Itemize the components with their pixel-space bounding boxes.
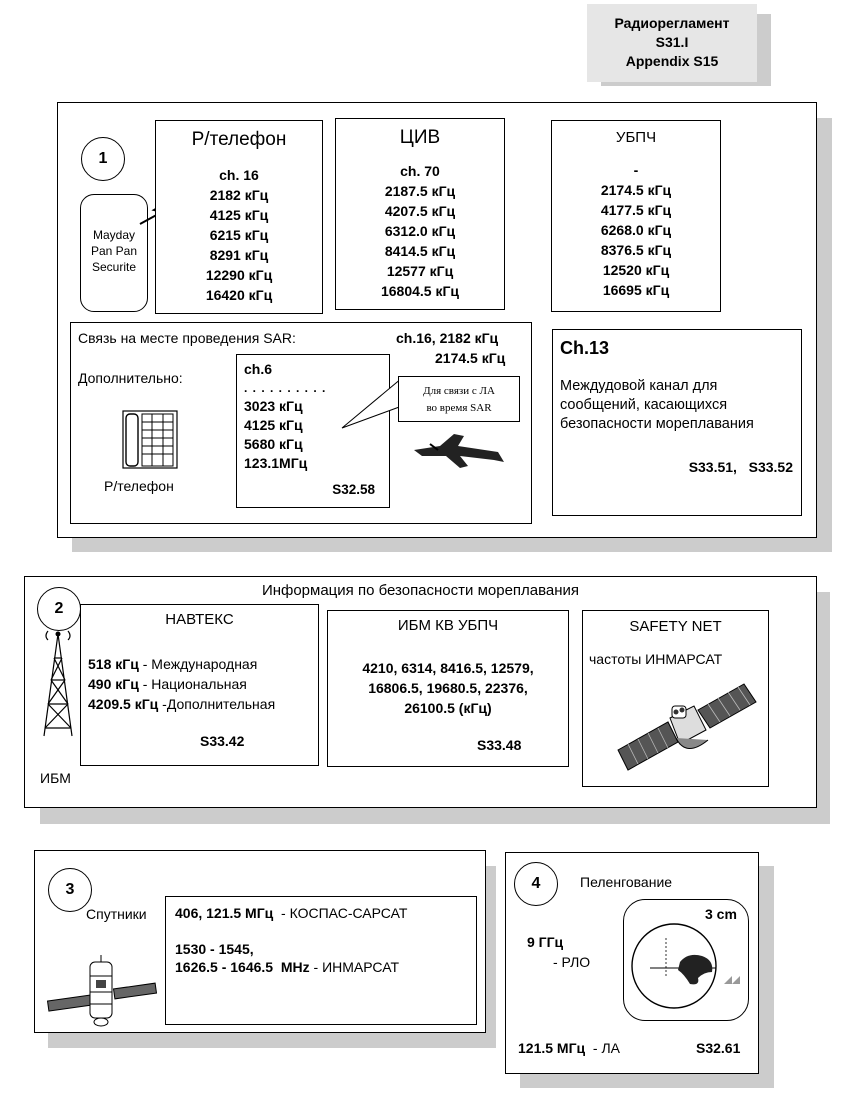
nbdp-freq-item: 4177.5 кГц — [552, 200, 720, 220]
satellites-label: Спутники — [86, 906, 147, 922]
radiotelephone-title: Р/телефон — [156, 129, 322, 151]
dsc-channel: ch. 70 — [336, 161, 504, 181]
msi-hf-title: ИБМ КВ УБПЧ — [328, 617, 568, 634]
telephone-icon — [122, 410, 178, 470]
navtex-freq: 490 кГц — [88, 676, 139, 692]
cospas-freq: 406, 121.5 МГц — [175, 905, 273, 921]
msi-hf-line: 16806.5, 19680.5, 22376, — [328, 678, 568, 698]
safetynet-text: частоты ИНМАРСАТ — [589, 651, 768, 667]
sar-on-scene-freq: 2174.5 кГц — [435, 350, 505, 366]
mayday-label: Mayday — [81, 227, 147, 243]
rt-freq-item: 6215 кГц — [156, 225, 322, 245]
ch13-refs: S33.51, S33.52 — [689, 459, 793, 475]
rt-channel: ch. 16 — [156, 165, 322, 185]
msi-station-label: ИБМ — [40, 770, 71, 786]
sar-on-scene-label: Связь на месте проведения SAR: — [78, 330, 296, 346]
nbdp-channel: - — [552, 160, 720, 180]
dsc-freq-item: 6312.0 кГц — [336, 221, 504, 241]
navtex-row: 518 кГц - Международная — [88, 654, 318, 674]
dsc-freq-item: 16804.5 кГц — [336, 281, 504, 301]
sar-freq-item: 123.1МГц — [244, 454, 389, 473]
radio-tower-icon — [40, 628, 76, 740]
dsc-freq-item: 2187.5 кГц — [336, 181, 504, 201]
navtex-freq: 518 кГц — [88, 656, 139, 672]
nbdp-freq-item: 6268.0 кГц — [552, 220, 720, 240]
nbdp-freq-item: 8376.5 кГц — [552, 240, 720, 260]
navtex-title: НАВТЕКС — [81, 611, 318, 628]
radiotelephone-box: Р/телефон ch. 16 2182 кГц 4125 кГц 6215 … — [155, 120, 323, 314]
navtex-desc: - Национальная — [139, 676, 247, 692]
nbdp-freq-item: 16695 кГц — [552, 280, 720, 300]
navtex-box: НАВТЕКС 518 кГц - Международная 490 кГц … — [80, 604, 319, 766]
ch13-box: Ch.13 Междудовой канал для сообщений, ка… — [552, 329, 802, 516]
safetynet-title: SAFETY NET — [583, 618, 768, 635]
cospas-desc: - КОСПАС-САРСАТ — [273, 905, 407, 921]
rt-freq-item: 4125 кГц — [156, 205, 322, 225]
satellite-icon — [614, 682, 760, 778]
nbdp-box: УБПЧ - 2174.5 кГц 4177.5 кГц 6268.0 кГц … — [551, 120, 721, 312]
sar-additional-label: Дополнительно: — [78, 370, 183, 386]
cospas-sarsat-satellite-icon — [44, 954, 160, 1030]
dsc-box: ЦИВ ch. 70 2187.5 кГц 4207.5 кГц 6312.0 … — [335, 118, 505, 310]
navtex-row: 490 кГц - Национальная — [88, 674, 318, 694]
rt-freq-item: 2182 кГц — [156, 185, 322, 205]
dsc-freq-item: 4207.5 кГц — [336, 201, 504, 221]
regulation-header: Радиорегламент S31.I Appendix S15 — [587, 4, 757, 82]
aircraft-icon — [410, 428, 506, 470]
inmarsat-freq: 1626.5 - 1646.5 MHz — [175, 959, 310, 975]
callout-pointer — [340, 376, 404, 432]
callout-line: во время SAR — [399, 400, 519, 417]
callout-line: Для связи с ЛА — [399, 383, 519, 400]
direction-finding-ref: S32.61 — [696, 1040, 740, 1056]
cospas-row: 406, 121.5 МГц - КОСПАС-САРСАТ — [175, 905, 476, 921]
sar-channel-ref: S32.58 — [332, 482, 375, 497]
nbdp-freq-item: 12520 кГц — [552, 260, 720, 280]
msi-hf-line: 26100.5 (кГц) — [328, 698, 568, 718]
section-number-4: 4 — [514, 862, 558, 906]
inmarsat-freq: 1530 - 1545, — [175, 941, 476, 957]
ch13-description: Междудовой канал для сообщений, касающих… — [560, 377, 792, 434]
msi-title: Информация по безопасности мореплавания — [24, 582, 817, 599]
inmarsat-row: 1626.5 - 1646.5 MHz - ИНМАРСАТ — [175, 959, 476, 975]
rt-freq-item: 8291 кГц — [156, 245, 322, 265]
msi-hf-ref: S33.48 — [477, 737, 521, 753]
securite-label: Securite — [81, 259, 147, 275]
navtex-desc: - Международная — [139, 656, 257, 672]
sar-phone-label: Р/телефон — [104, 478, 174, 494]
panpan-label: Pan Pan — [81, 243, 147, 259]
header-title: Радиорегламент — [587, 14, 757, 33]
header-appendix: Appendix S15 — [587, 52, 757, 71]
msi-hf-line: 4210, 6314, 8416.5, 12579, — [328, 658, 568, 678]
rt-freq-item: 16420 кГц — [156, 285, 322, 305]
satellites-box: 406, 121.5 МГц - КОСПАС-САРСАТ 1530 - 15… — [165, 896, 477, 1025]
nbdp-title: УБПЧ — [552, 129, 720, 146]
sar-freq-item: 5680 кГц — [244, 435, 389, 454]
radar-display-icon — [628, 918, 744, 1018]
msi-hf-box: ИБМ КВ УБПЧ 4210, 6314, 8416.5, 12579, 1… — [327, 610, 569, 767]
aircraft-callout: Для связи с ЛА во время SAR — [398, 376, 520, 422]
nbdp-freq-item: 2174.5 кГц — [552, 180, 720, 200]
aircraft-freq: 121.5 МГц — [518, 1040, 585, 1056]
direction-finding-title: Пеленгование — [580, 874, 672, 890]
rt-freq-item: 12290 кГц — [156, 265, 322, 285]
section-number-1: 1 — [81, 137, 125, 181]
dsc-title: ЦИВ — [336, 127, 504, 149]
radar-freq-desc: - РЛО — [553, 954, 590, 970]
sar-on-scene-freq: ch.16, 2182 кГц — [396, 330, 498, 346]
radar-freq: 9 ГГц — [527, 934, 563, 950]
navtex-desc: -Дополнительная — [158, 696, 275, 712]
inmarsat-desc: - ИНМАРСАТ — [310, 959, 399, 975]
section-number-2: 2 — [37, 587, 81, 631]
aircraft-freq-row: 121.5 МГц - ЛА — [518, 1040, 620, 1056]
sar-channel-title: ch.6 — [244, 361, 389, 377]
header-section: S31.I — [587, 33, 757, 52]
navtex-row: 4209.5 кГц -Дополнительная — [88, 694, 318, 714]
dsc-freq-item: 12577 кГц — [336, 261, 504, 281]
dsc-freq-item: 8414.5 кГц — [336, 241, 504, 261]
navtex-ref: S33.42 — [200, 733, 244, 749]
navtex-freq: 4209.5 кГц — [88, 696, 158, 712]
ch13-title: Ch.13 — [560, 338, 801, 359]
aircraft-freq-desc: - ЛА — [585, 1040, 620, 1056]
